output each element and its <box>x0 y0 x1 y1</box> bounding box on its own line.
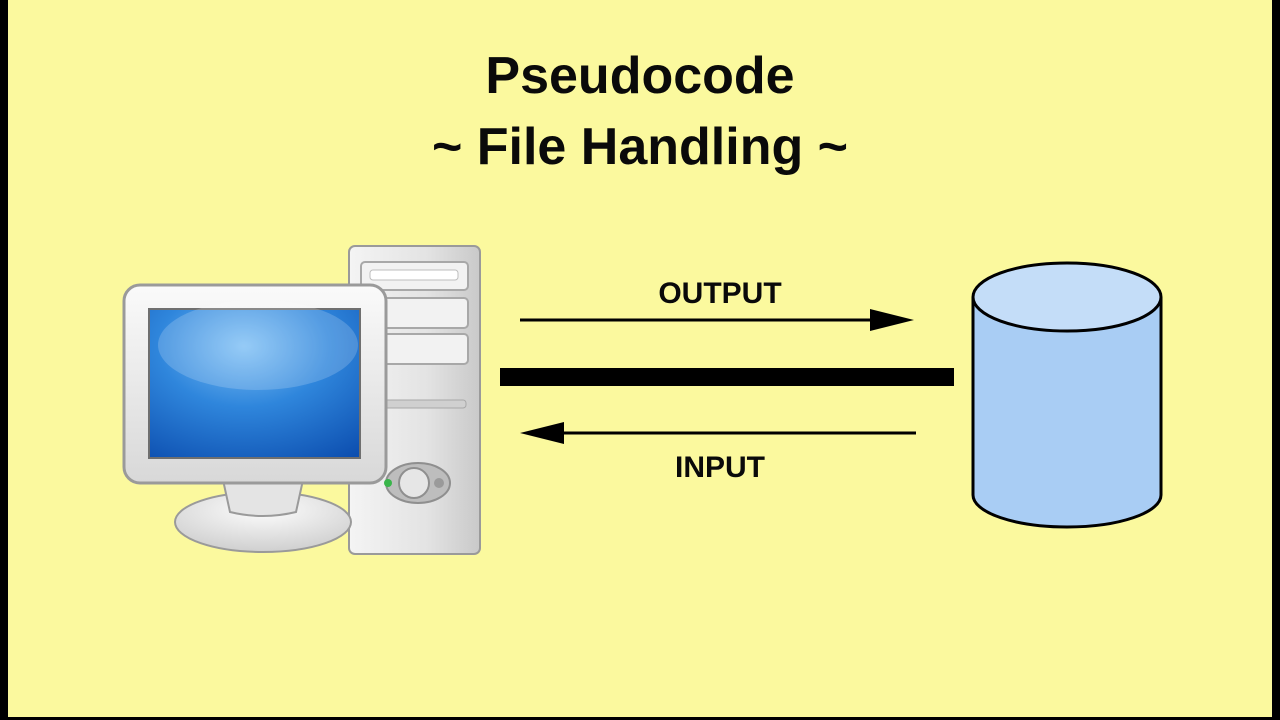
output-arrow <box>520 309 914 331</box>
computer-monitor-icon <box>122 283 388 553</box>
output-label: OUTPUT <box>658 277 782 310</box>
input-label: INPUT <box>675 451 765 484</box>
slide-subtitle: ~ File Handling ~ <box>431 118 849 176</box>
input-arrow <box>520 422 916 444</box>
database-cylinder-icon <box>971 261 1163 529</box>
connection-bar <box>500 368 954 386</box>
file-handling-diagram <box>122 245 1163 555</box>
slide: Pseudocode ~ File Handling ~ <box>8 0 1272 717</box>
slide-title: Pseudocode <box>485 47 795 105</box>
